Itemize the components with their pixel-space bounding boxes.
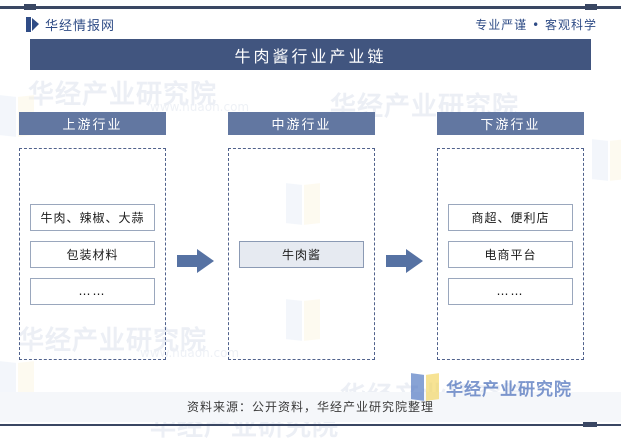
- arrow-right-icon: [386, 249, 423, 273]
- column-body-midstream: 牛肉酱: [228, 148, 375, 360]
- chain-node: 商超、便利店: [448, 203, 573, 231]
- source-note: 资料来源：公开资料，华经产业研究院整理: [186, 400, 434, 414]
- title-banner: 牛肉酱行业产业链: [30, 39, 591, 70]
- tagline: 专业严谨 • 客观科学: [475, 18, 597, 32]
- top-rule-cap-left: [24, 4, 36, 10]
- top-rule-cap-right: [585, 4, 597, 10]
- column-header-midstream: 中游行业: [228, 112, 375, 135]
- arrow-right-icon: [177, 249, 214, 273]
- brand: 华经情报网: [26, 15, 115, 34]
- footer-band: [0, 392, 621, 422]
- top-accent-rule: [0, 6, 621, 9]
- brand-name: 华经情报网: [45, 19, 116, 34]
- column-header-upstream: 上游行业: [19, 112, 166, 135]
- book-logo-icon: [409, 373, 441, 401]
- bottom-accent-rule: [0, 424, 621, 426]
- chain-column-downstream: 下游行业 商超、便利店 电商平台 ……: [437, 112, 584, 360]
- bottom-rule-cap: [583, 422, 597, 427]
- chain-node-primary: 牛肉酱: [239, 240, 364, 268]
- chain-node: 电商平台: [448, 240, 573, 268]
- column-header-label: 中游行业: [271, 118, 332, 133]
- footer-logo: 华经产业研究院: [409, 373, 572, 401]
- column-header-downstream: 下游行业: [437, 112, 584, 135]
- column-body-upstream: 牛肉、辣椒、大蒜 包装材料 ……: [19, 148, 166, 360]
- chain-node: 包装材料: [30, 240, 155, 268]
- column-header-label: 下游行业: [480, 118, 541, 133]
- chain-column-upstream: 上游行业 牛肉、辣椒、大蒜 包装材料 ……: [19, 112, 166, 360]
- footer-logo-label: 华经产业研究院: [446, 379, 572, 400]
- page-title: 牛肉酱行业产业链: [234, 46, 387, 66]
- brand-bar: 华经情报网 专业严谨 • 客观科学: [0, 12, 621, 38]
- column-body-downstream: 商超、便利店 电商平台 ……: [437, 148, 584, 360]
- chain-node: 牛肉、辣椒、大蒜: [30, 203, 155, 231]
- chain-column-midstream: 中游行业 牛肉酱: [228, 112, 375, 360]
- chain-node-ellipsis: ……: [30, 277, 155, 305]
- column-header-label: 上游行业: [62, 118, 123, 133]
- flag-icon: [26, 17, 39, 32]
- chain-node-ellipsis: ……: [448, 277, 573, 305]
